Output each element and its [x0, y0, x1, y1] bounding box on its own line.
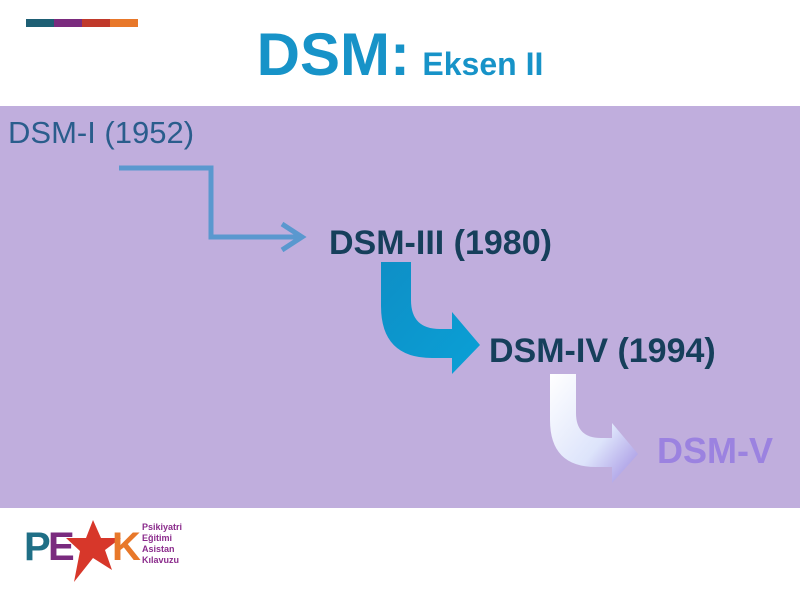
logo-caption: Psikiyatri Eğitimi Asistan Kılavuzu	[142, 522, 182, 566]
timeline-item-dsm-1: DSM-I (1952)	[8, 115, 195, 150]
logo-caption-line: Asistan	[142, 544, 175, 554]
slide-title: DSM: Eksen II	[0, 20, 800, 89]
svg-text:K: K	[112, 525, 141, 569]
accent-segment	[26, 19, 54, 27]
elbow-arrow-icon	[119, 165, 307, 253]
title-sub: Eksen II	[422, 46, 544, 82]
accent-segment	[110, 19, 138, 27]
svg-text:P: P	[24, 525, 51, 569]
timeline-item-dsm-5: DSM-V	[657, 430, 773, 471]
accent-color-bar	[26, 19, 138, 27]
peak-logo: P E K	[24, 520, 141, 582]
timeline-item-dsm-4: DSM-IV (1994)	[489, 332, 716, 370]
title-main: DSM:	[256, 21, 410, 88]
svg-text:E: E	[48, 525, 75, 569]
accent-segment	[54, 19, 82, 27]
accent-segment	[82, 19, 110, 27]
logo-caption-line: Psikiyatri	[142, 522, 183, 532]
timeline-item-dsm-3: DSM-III (1980)	[329, 224, 552, 262]
logo-caption-line: Eğitimi	[142, 533, 173, 543]
curved-arrow-icon	[550, 374, 638, 483]
star-icon	[66, 520, 121, 582]
curved-arrow-icon	[381, 262, 480, 374]
logo-caption-line: Kılavuzu	[142, 555, 180, 565]
